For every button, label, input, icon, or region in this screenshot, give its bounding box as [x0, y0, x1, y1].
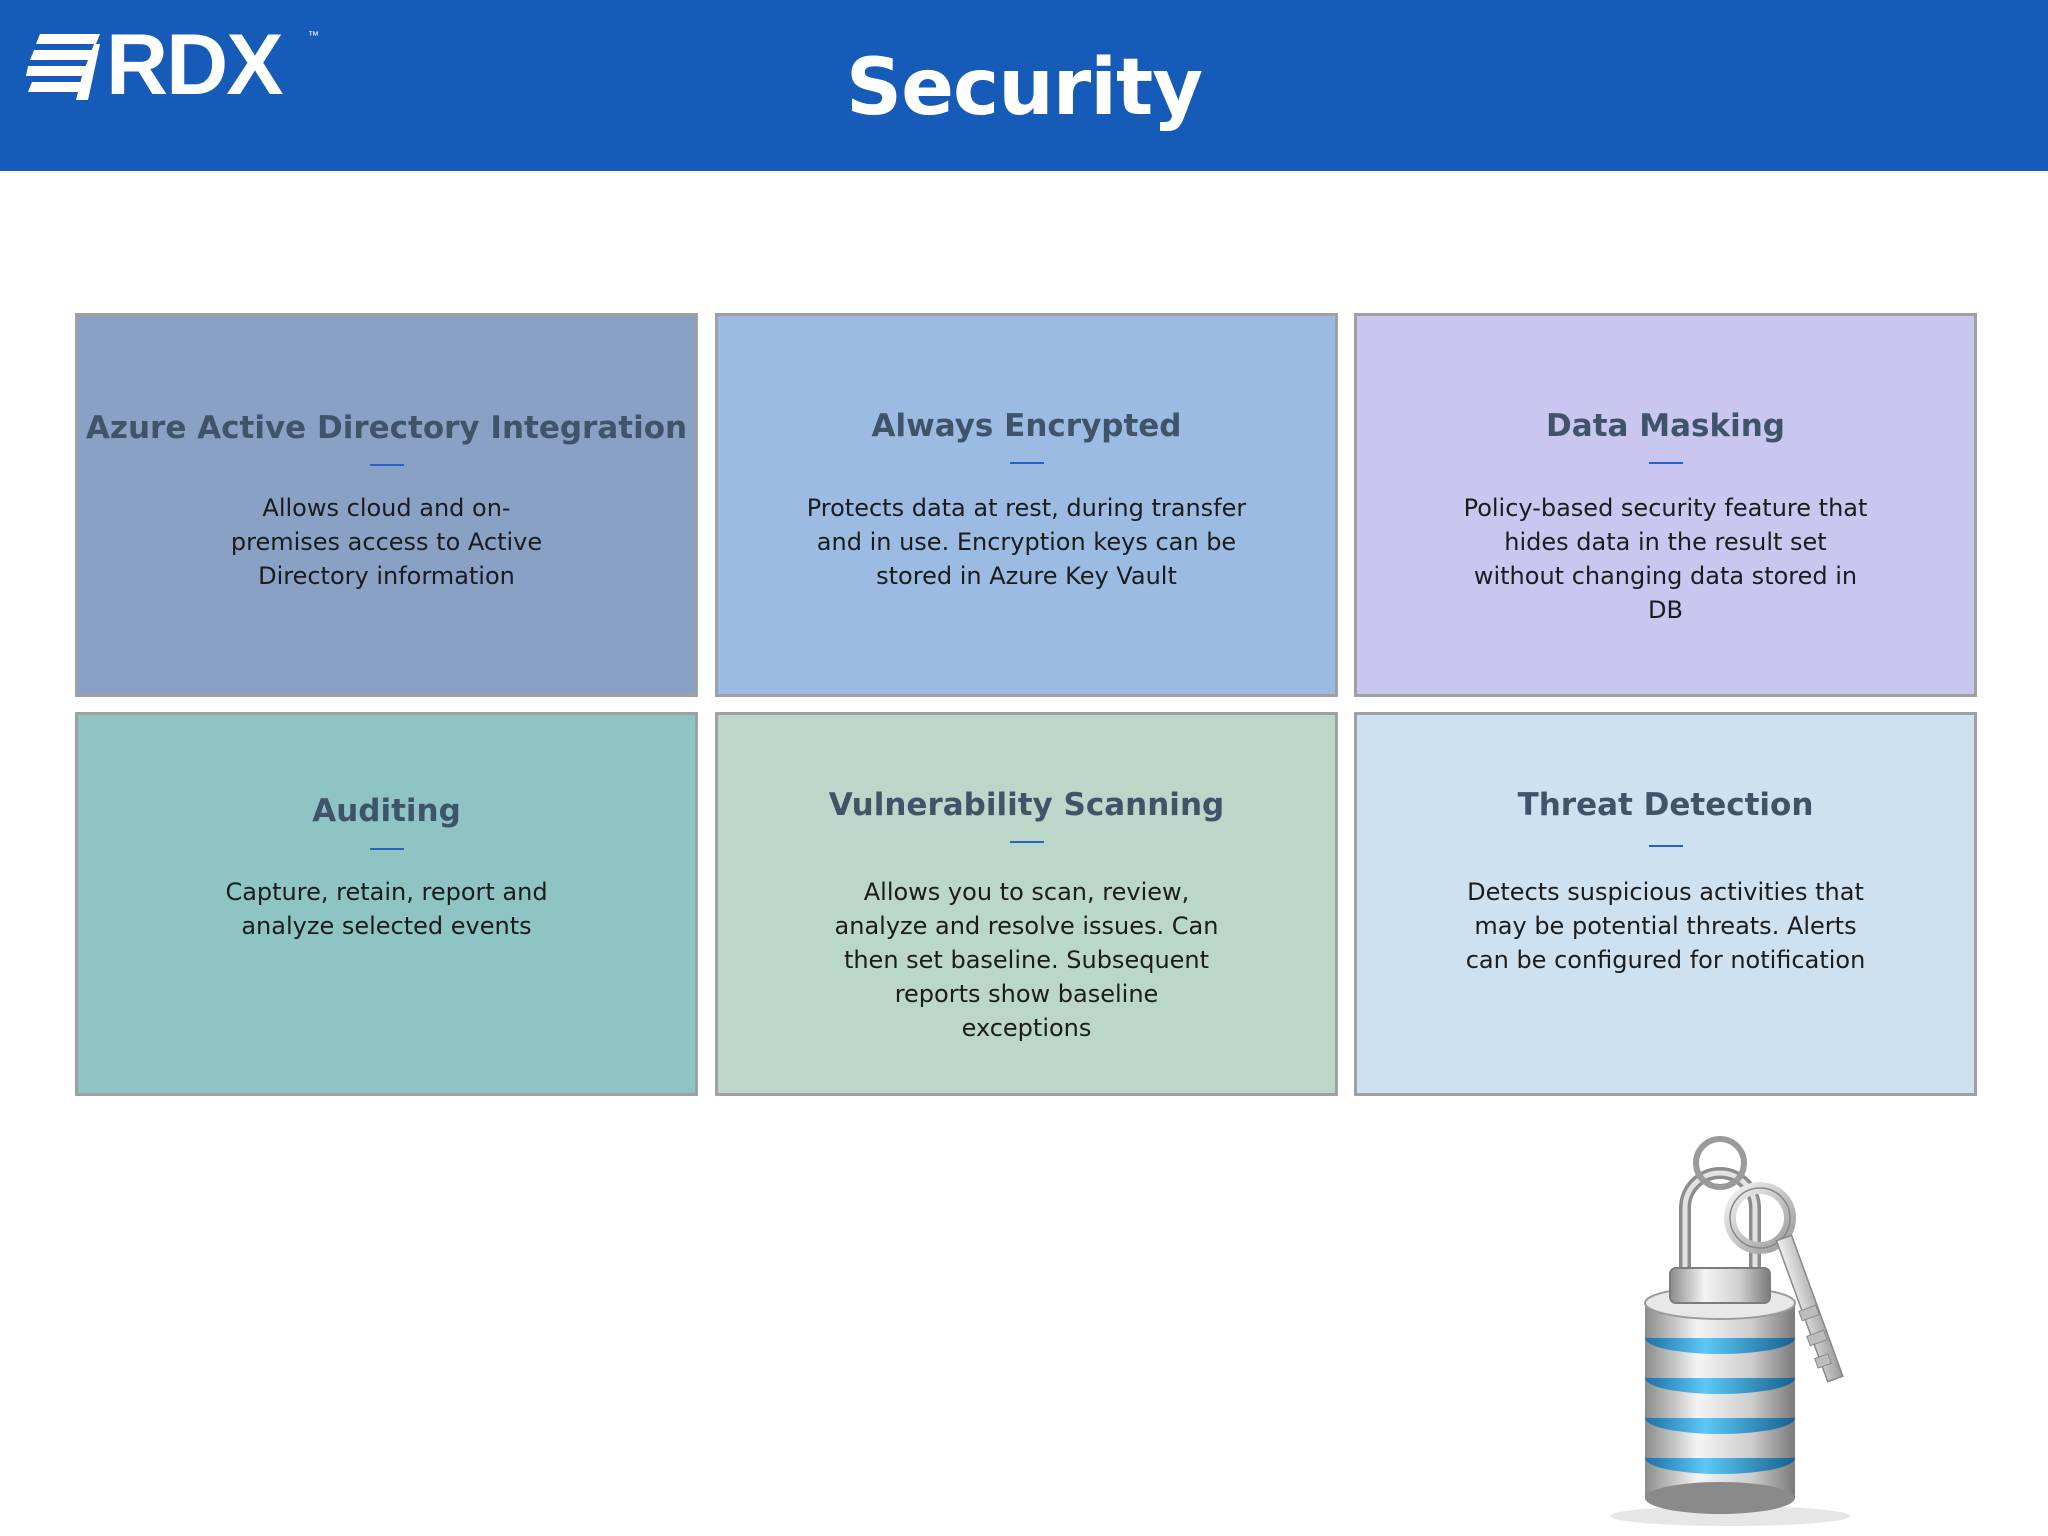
card-vulnerability-scanning: Vulnerability Scanning Allows you to sca…: [715, 712, 1338, 1096]
card-description: Capture, retain, report and analyze sele…: [225, 878, 548, 940]
card-description: Policy-based security feature that hides…: [1463, 494, 1868, 624]
card-azure-ad-integration: Azure Active Directory Integration Allow…: [75, 313, 698, 697]
card-divider: [1648, 845, 1683, 847]
trademark-symbol: ™: [308, 30, 319, 42]
card-auditing: Auditing Capture, retain, report and ana…: [75, 712, 698, 1096]
rdx-logo: RDX ™: [26, 22, 326, 110]
card-description: Detects suspicious activities that may b…: [1465, 878, 1866, 974]
card-divider: [369, 464, 404, 466]
card-data-masking: Data Masking Policy-based security featu…: [1354, 313, 1977, 697]
card-divider: [1648, 462, 1683, 464]
database-lock-keys-icon: [1610, 1136, 1850, 1526]
card-title: Azure Active Directory Integration: [85, 410, 688, 446]
card-divider: [1009, 462, 1044, 464]
card-title: Auditing: [312, 793, 461, 829]
logo-wordmark: RDX: [106, 17, 284, 113]
card-title: Data Masking: [1546, 408, 1785, 444]
card-description: Protects data at rest, during transfer a…: [806, 494, 1247, 590]
card-divider: [1009, 841, 1044, 843]
card-title: Threat Detection: [1517, 787, 1814, 823]
card-description: Allows you to scan, review, analyze and …: [834, 878, 1219, 1042]
card-title: Vulnerability Scanning: [828, 787, 1225, 823]
card-always-encrypted: Always Encrypted Protects data at rest, …: [715, 313, 1338, 697]
card-title: Always Encrypted: [871, 408, 1182, 444]
rdx-logo-icon: [26, 34, 100, 100]
page-title: Security: [845, 43, 1203, 133]
card-divider: [369, 848, 404, 850]
card-description: Allows cloud and on-premises access to A…: [230, 494, 543, 590]
header-bar: RDX ™ Security: [0, 0, 2048, 171]
card-threat-detection: Threat Detection Detects suspicious acti…: [1354, 712, 1977, 1096]
